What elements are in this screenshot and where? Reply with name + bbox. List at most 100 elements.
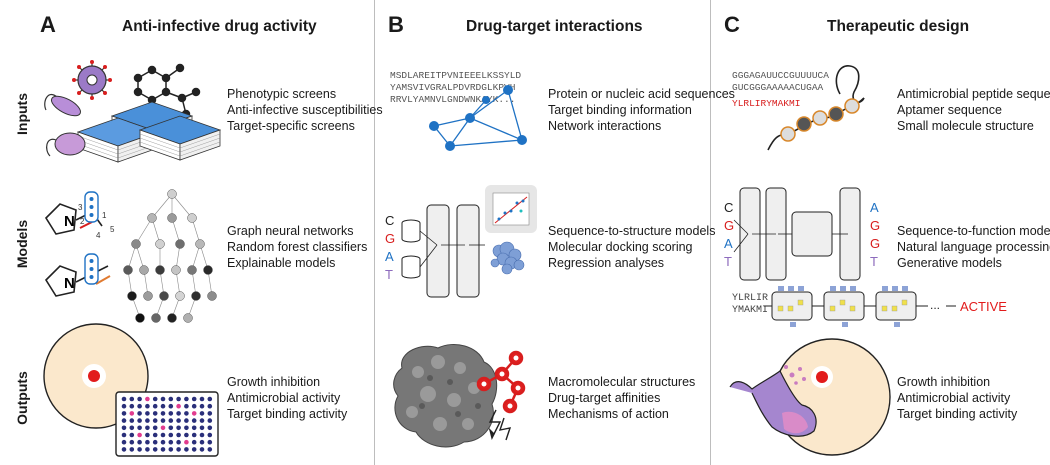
list-item: Generative models <box>897 256 1002 270</box>
well-dot <box>176 425 181 431</box>
well-dot <box>168 432 174 438</box>
list-item: Random forest classifiers <box>227 240 368 254</box>
well-dot <box>184 396 189 402</box>
list-item: Natural language processing <box>897 240 1050 254</box>
well-dot <box>207 432 213 438</box>
well-dot <box>137 403 142 409</box>
gen-block-2 <box>823 286 865 327</box>
list-item: Target binding information <box>548 103 692 117</box>
well-dot <box>207 396 213 402</box>
well-dot <box>152 418 158 423</box>
well-dot <box>191 403 197 409</box>
panel-c-inputs-illustration <box>767 65 865 151</box>
well-dot <box>129 439 135 445</box>
sequence-line: GUCGGGAAAAACUGAA <box>732 82 824 93</box>
well-dot <box>121 411 127 416</box>
panel-c-generative-chain: ... ACTIVE <box>764 286 1007 327</box>
well-dot <box>168 439 174 445</box>
well-dot <box>129 425 135 431</box>
list-item: Molecular docking scoring <box>548 240 693 254</box>
well-dot <box>191 418 197 423</box>
well-dot <box>207 425 213 431</box>
panel-c-outputs-illustration <box>729 338 891 456</box>
panel-b-inputs-list: Protein or nucleic acid sequences Target… <box>548 86 735 134</box>
list-item: Sequence-to-function models <box>897 224 1050 238</box>
list-item: Antimicrobial activity <box>227 391 341 405</box>
panel-b-models-illustration: C G A T <box>385 185 537 298</box>
well-dot <box>121 425 127 431</box>
well-dot <box>199 418 205 423</box>
base-g-out2-label: G <box>870 236 880 251</box>
base-c-label: C <box>385 213 394 228</box>
well-dot <box>176 396 181 402</box>
panel-divider-2 <box>710 0 711 465</box>
well-dot <box>168 396 174 402</box>
list-item: Antimicrobial peptide sequence <box>897 87 1050 101</box>
well-dot <box>152 411 158 416</box>
well-dot <box>207 439 213 445</box>
well-dot <box>145 432 150 438</box>
sequence-model-icon <box>733 187 861 281</box>
atom-label-n1: N <box>64 213 75 230</box>
list-item: Anti-infective susceptibilities <box>227 103 383 117</box>
well-dot <box>199 411 205 416</box>
list-item: Drug-target affinities <box>548 391 661 405</box>
panel-a-letter: A <box>40 12 56 37</box>
virus-icon <box>72 60 112 100</box>
well-dot <box>137 432 142 438</box>
well-dot <box>137 418 142 423</box>
well-dot <box>184 439 189 445</box>
panel-a-models-illustration: N N 3 2 1 4 5 <box>44 189 217 323</box>
well-dot <box>199 432 205 438</box>
plate-stack-icon <box>76 101 222 163</box>
well-dot <box>191 432 197 438</box>
list-item: Growth inhibition <box>227 375 321 389</box>
base-g-out-label: G <box>870 218 880 233</box>
well-dot <box>129 411 135 416</box>
panel-b-sequence: MSDLAREITPVNIEEELKSSYLD YAMSVIVGRALPDVRD… <box>390 70 521 106</box>
sequence-line: YAMSVIVGRALPDVRDGLKPVH <box>390 82 516 93</box>
well-dot <box>121 403 127 409</box>
panel-c-title: Therapeutic design <box>827 18 970 35</box>
row-label-models: Models <box>14 219 30 269</box>
panel-a-outputs-list: Growth inhibition Antimicrobial activity… <box>227 374 347 422</box>
well-dot <box>160 396 166 402</box>
panel-b-models-list: Sequence-to-structure models Molecular d… <box>548 223 715 271</box>
panel-c-inputs-list: Antimicrobial peptide sequence Aptamer s… <box>897 86 1050 134</box>
well-dot <box>152 439 158 445</box>
well-plate-icon <box>115 391 219 457</box>
base-g-label: G <box>385 231 395 246</box>
base-g-label: G <box>724 218 734 233</box>
well-dot <box>191 396 197 402</box>
well-dot <box>137 411 142 416</box>
well-dot <box>145 425 150 431</box>
small-molecule-chain-icon <box>767 97 865 151</box>
list-item: Mechanisms of action <box>548 407 669 421</box>
gen-block-1 <box>771 286 813 327</box>
panel-a-title: Anti-infective drug activity <box>122 18 317 35</box>
active-label: ACTIVE <box>960 299 1007 314</box>
atom-index-5: 5 <box>110 225 115 234</box>
well-dot <box>199 425 205 431</box>
gen-block-3 <box>875 286 917 327</box>
ligand-molecule-icon <box>476 350 526 414</box>
regression-plot-icon <box>485 185 537 233</box>
list-item: Aptamer sequence <box>897 103 1002 117</box>
well-dot <box>184 403 189 409</box>
well-dot <box>176 411 181 416</box>
well-dot <box>129 418 135 423</box>
panel-b-outputs-illustration <box>393 344 526 448</box>
well-dot <box>160 425 166 431</box>
well-dot <box>191 411 197 416</box>
list-item: Network interactions <box>548 119 662 133</box>
well-dot <box>176 447 181 452</box>
well-dot <box>121 432 127 438</box>
well-dot <box>137 396 142 402</box>
well-dot <box>129 403 135 409</box>
well-dot <box>184 411 189 416</box>
sequence-line: GGGAGAUUCCGUUUUCA <box>732 70 829 81</box>
well-dot <box>145 447 150 452</box>
well-dot <box>152 447 158 452</box>
list-item: Phenotypic screens <box>227 87 337 101</box>
sequence-line: YMAKMI <box>732 305 769 316</box>
